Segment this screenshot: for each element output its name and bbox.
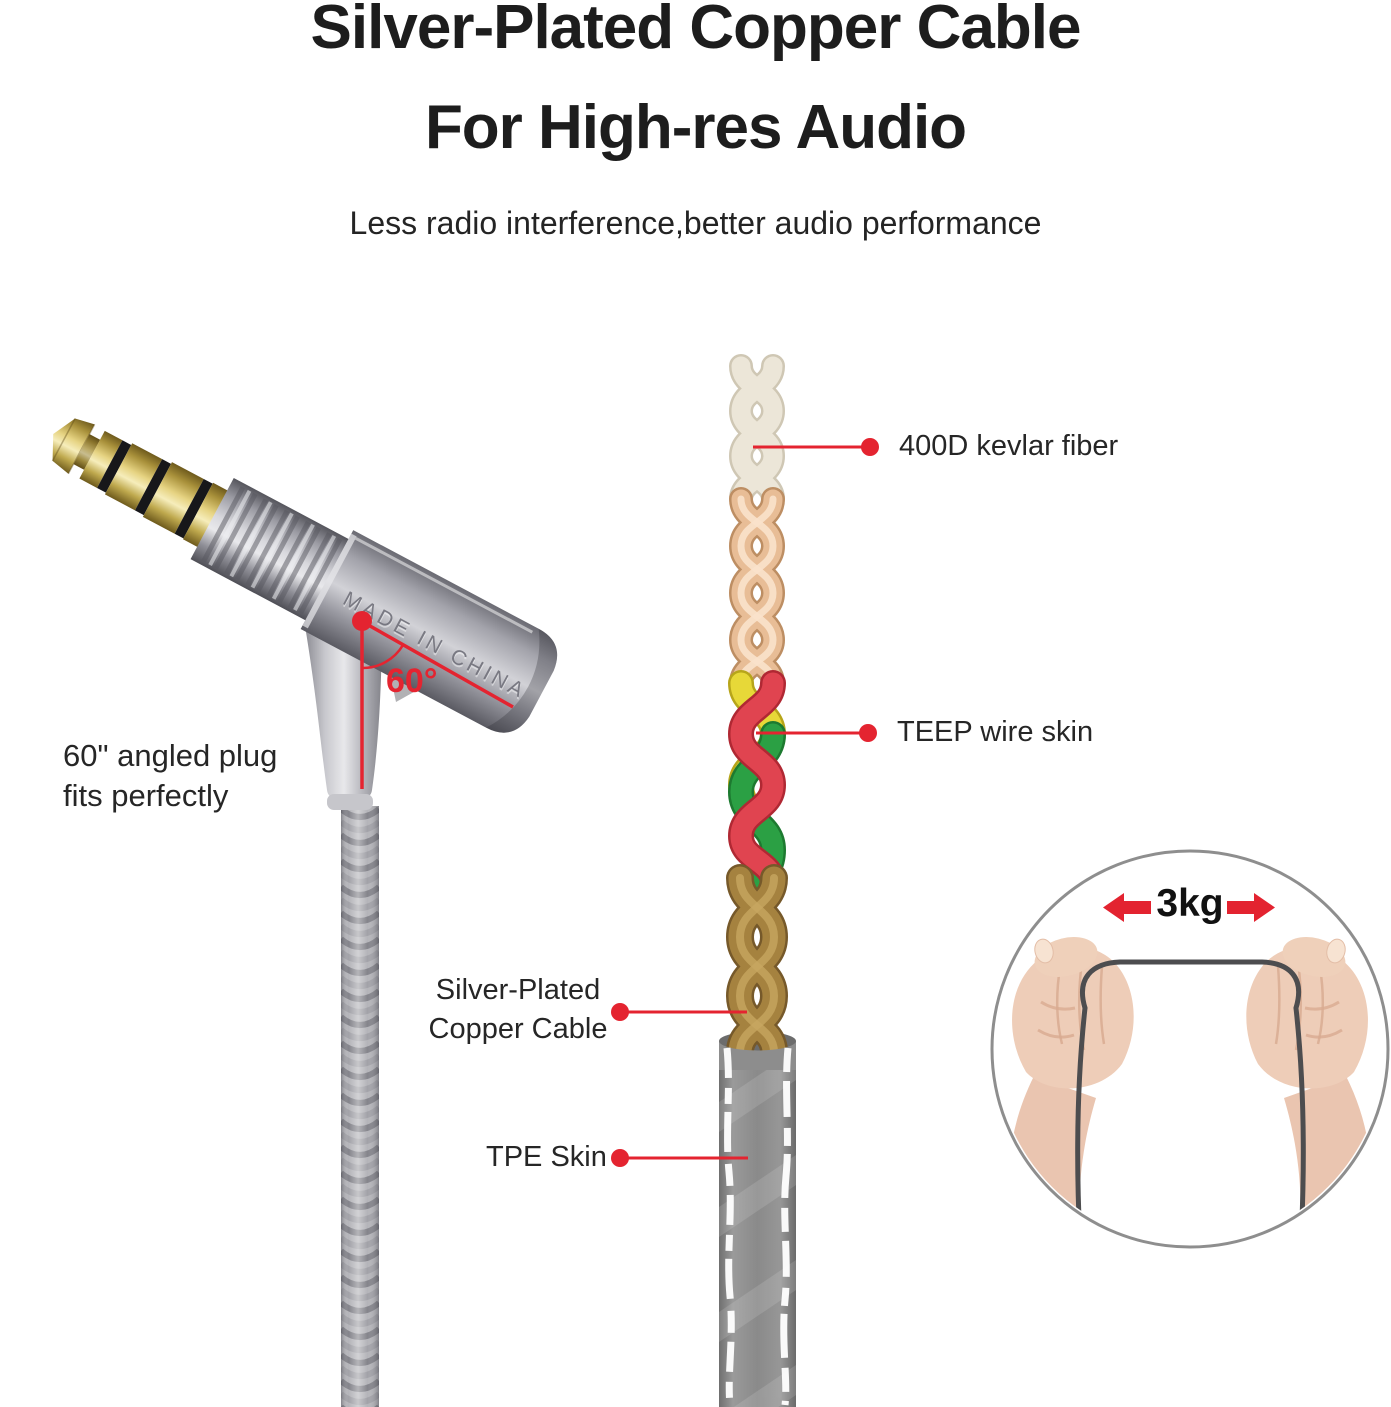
copper-twist-section <box>728 487 786 695</box>
label-kevlar-fiber: 400D kevlar fiber <box>899 430 1119 462</box>
plug-caption-line2: fits perfectly <box>63 778 229 813</box>
page-subtitle: Less radio interference,better audio per… <box>349 205 1042 241</box>
plug-braided-cable <box>341 806 379 1407</box>
plug-illustration: MADE IN CHINA MADE IN CHINA <box>51 418 558 1407</box>
exploded-cable <box>719 354 796 1407</box>
pull-left-arrow-icon <box>1103 893 1151 922</box>
plug-insulator-ring <box>97 440 132 493</box>
right-fist <box>1246 946 1368 1089</box>
label-spc-line1: Silver-Plated <box>435 974 601 1006</box>
plug-tip <box>52 418 95 474</box>
label-teep-wire-skin: TEEP wire skin <box>897 716 1094 748</box>
knurled-collar <box>190 477 349 621</box>
annotations <box>352 438 879 1167</box>
plug-insulator-ring <box>134 459 172 516</box>
plug-insulator-ring <box>174 478 213 539</box>
plug-barrel <box>300 530 558 733</box>
knuckle-creases <box>1037 1000 1343 1039</box>
pull-weight-label: 3kg <box>1156 882 1224 925</box>
right-thumb <box>1282 937 1346 977</box>
kevlar-leader-dot <box>861 438 879 456</box>
angle-arc <box>361 644 405 670</box>
plug-body: MADE IN CHINA MADE IN CHINA <box>51 418 558 733</box>
label-tpe-skin: TPE Skin <box>486 1141 607 1173</box>
label-spc-line2: Copper Cable <box>428 1013 608 1045</box>
left-thumb <box>1034 937 1098 977</box>
plug-caption: 60" angled plug fits perfectly <box>63 736 277 816</box>
tpe-leader-dot <box>611 1149 629 1167</box>
spc-wires-section <box>725 864 789 1066</box>
teep-leader-dot <box>859 724 877 742</box>
angle-vertex-dot <box>352 611 372 631</box>
kevlar-fiber-section <box>728 354 786 511</box>
label-silver-plated-copper: Silver-Plated Copper Cable <box>418 971 618 1049</box>
page-title-line2: For High-res Audio <box>424 93 967 162</box>
spc-leader-dot <box>611 1003 629 1021</box>
teep-wires-section <box>727 670 787 896</box>
page-title-line1: Silver-Plated Copper Cable <box>310 0 1082 62</box>
angle-value-label: 60° <box>386 662 438 700</box>
pull-right-arrow-icon <box>1227 893 1275 922</box>
angle-diagonal-line <box>369 624 514 709</box>
pull-test-illustration <box>990 849 1390 1249</box>
tpe-tube-rim <box>719 1041 796 1406</box>
left-fist <box>1012 946 1134 1089</box>
plug-caption-line1: 60" angled plug <box>63 738 278 773</box>
